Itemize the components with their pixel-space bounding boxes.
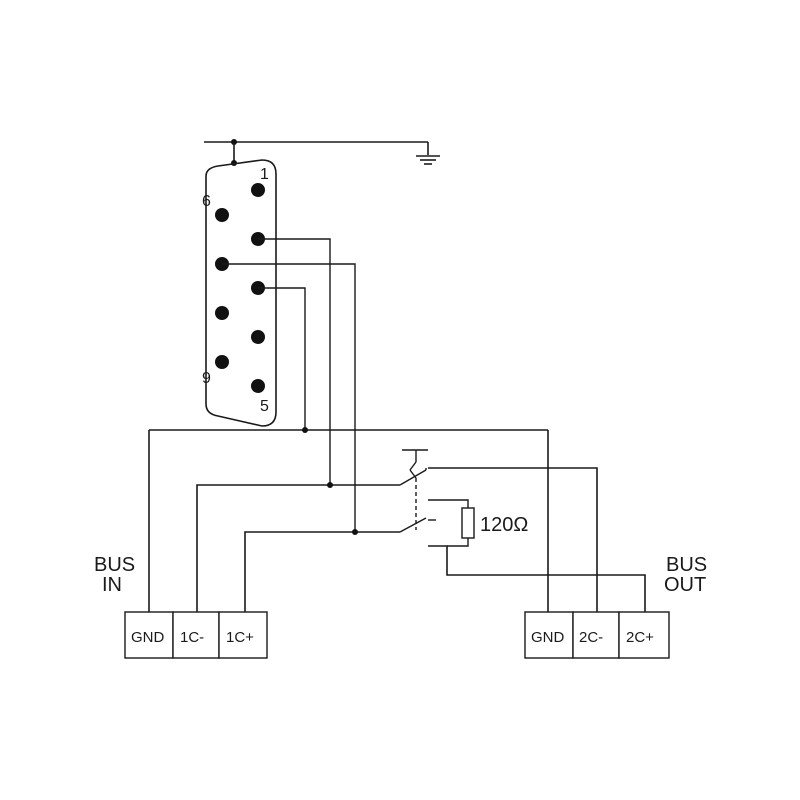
terminal-1c-plus: 1C+: [226, 629, 254, 646]
wire-2c-plus: [428, 545, 646, 612]
pin-label-9: 9: [202, 370, 211, 387]
pin-4: [251, 330, 265, 344]
terminal-2c-plus: 2C+: [626, 629, 654, 646]
bus-out-label-line1: BUS: [666, 554, 707, 576]
pin-6: [215, 208, 229, 222]
bus-out-label-line2: OUT: [664, 574, 706, 596]
wire-pin3: [258, 287, 306, 430]
pin-label-6: 6: [202, 193, 211, 210]
bus-in-label-line1: BUS: [94, 554, 135, 576]
bus-in-terminal-block: GND 1C- 1C+: [124, 611, 268, 659]
connector-pins: [215, 183, 265, 393]
ground-rail: [204, 139, 429, 166]
wire-pin7: [222, 263, 356, 532]
resistor-label: 120Ω: [480, 514, 528, 536]
pin-1: [251, 183, 265, 197]
ground-symbol-icon: [416, 155, 440, 165]
wire-1c-minus: [196, 482, 400, 612]
wire-1c-plus: [244, 529, 400, 612]
wire-2c-minus: [428, 467, 598, 612]
terminal-2c-minus: 2C-: [579, 629, 603, 646]
terminal-1c-minus: 1C-: [180, 629, 204, 646]
pin-label-1: 1: [260, 166, 269, 183]
pin-5: [251, 379, 265, 393]
terminal-gnd-out: GND: [531, 629, 565, 646]
pin-9: [215, 355, 229, 369]
bus-out-terminal-block: GND 2C- 2C+: [524, 611, 670, 659]
wire-pin2: [258, 238, 331, 485]
pin-label-5: 5: [260, 398, 269, 415]
resistor-120-ohm: [461, 507, 475, 539]
termination-switch: [399, 449, 428, 533]
resistor-branch: [428, 499, 469, 547]
bus-in-label-line2: IN: [102, 574, 122, 596]
pin-8: [215, 306, 229, 320]
dsub9-connector: [205, 159, 277, 427]
gnd-bus-wire: [148, 427, 549, 612]
terminal-gnd-in: GND: [131, 629, 165, 646]
